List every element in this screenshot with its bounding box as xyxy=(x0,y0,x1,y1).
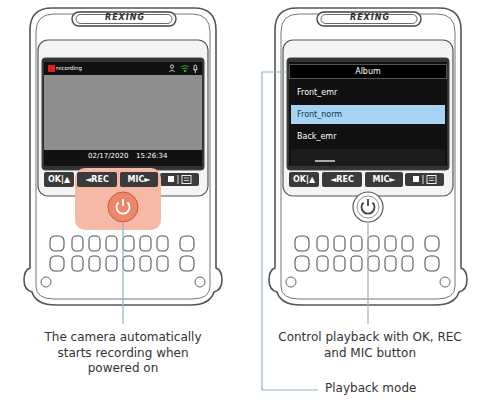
live-screen xyxy=(44,62,202,166)
leader-line xyxy=(367,223,368,324)
timestamp: 02/17/2020 xyxy=(88,152,128,160)
power-button xyxy=(108,192,138,222)
caption-text: The camera automatically starts recordin… xyxy=(33,330,213,377)
key-label: Album xyxy=(355,68,381,76)
list-row-partial xyxy=(291,149,445,166)
key-label: ◄REC xyxy=(330,176,354,184)
button-key: MIC► xyxy=(365,172,403,187)
button-key: ◄REC xyxy=(322,172,362,187)
caption-text: Control playback with OK, REC and MIC bu… xyxy=(272,330,468,361)
button-key: OK|▲ xyxy=(44,172,74,187)
status-bar xyxy=(44,62,202,75)
caption-text: Playback mode xyxy=(325,381,465,397)
album-screen xyxy=(289,62,447,166)
menu-row: Front_emr xyxy=(291,83,445,102)
menu-row: Front_norm xyxy=(291,105,445,124)
record-dot xyxy=(48,65,55,72)
button-key: ◄REC xyxy=(77,172,117,187)
key-label: MIC► xyxy=(128,176,151,184)
button-key: MIC► xyxy=(120,172,158,187)
key-label: Front_emr xyxy=(297,89,337,97)
highlight-region xyxy=(75,168,161,230)
key-label: MIC► xyxy=(373,176,396,184)
button-key: OK|▲ xyxy=(289,172,319,187)
key-label: Front_norm xyxy=(297,111,342,119)
status-text: recording xyxy=(56,65,82,72)
date-bar xyxy=(44,150,202,166)
key-label: OK|▲ xyxy=(48,176,70,184)
key-label: ◄REC xyxy=(85,176,109,184)
brand-logo: REXING xyxy=(80,13,170,23)
brand-logo: REXING xyxy=(325,13,415,23)
screen-panel: recording 02/17/2020 15:26:34 xyxy=(44,62,202,166)
key-label: OK|▲ xyxy=(293,176,315,184)
menu-row: Album xyxy=(289,64,447,79)
leader-line xyxy=(122,223,123,324)
key-label: Back_emr xyxy=(297,133,336,141)
menu-row: Back_emr xyxy=(291,127,445,146)
status-icons xyxy=(170,65,198,73)
timestamp: 15:26:34 xyxy=(136,152,167,160)
power-button xyxy=(353,192,383,222)
